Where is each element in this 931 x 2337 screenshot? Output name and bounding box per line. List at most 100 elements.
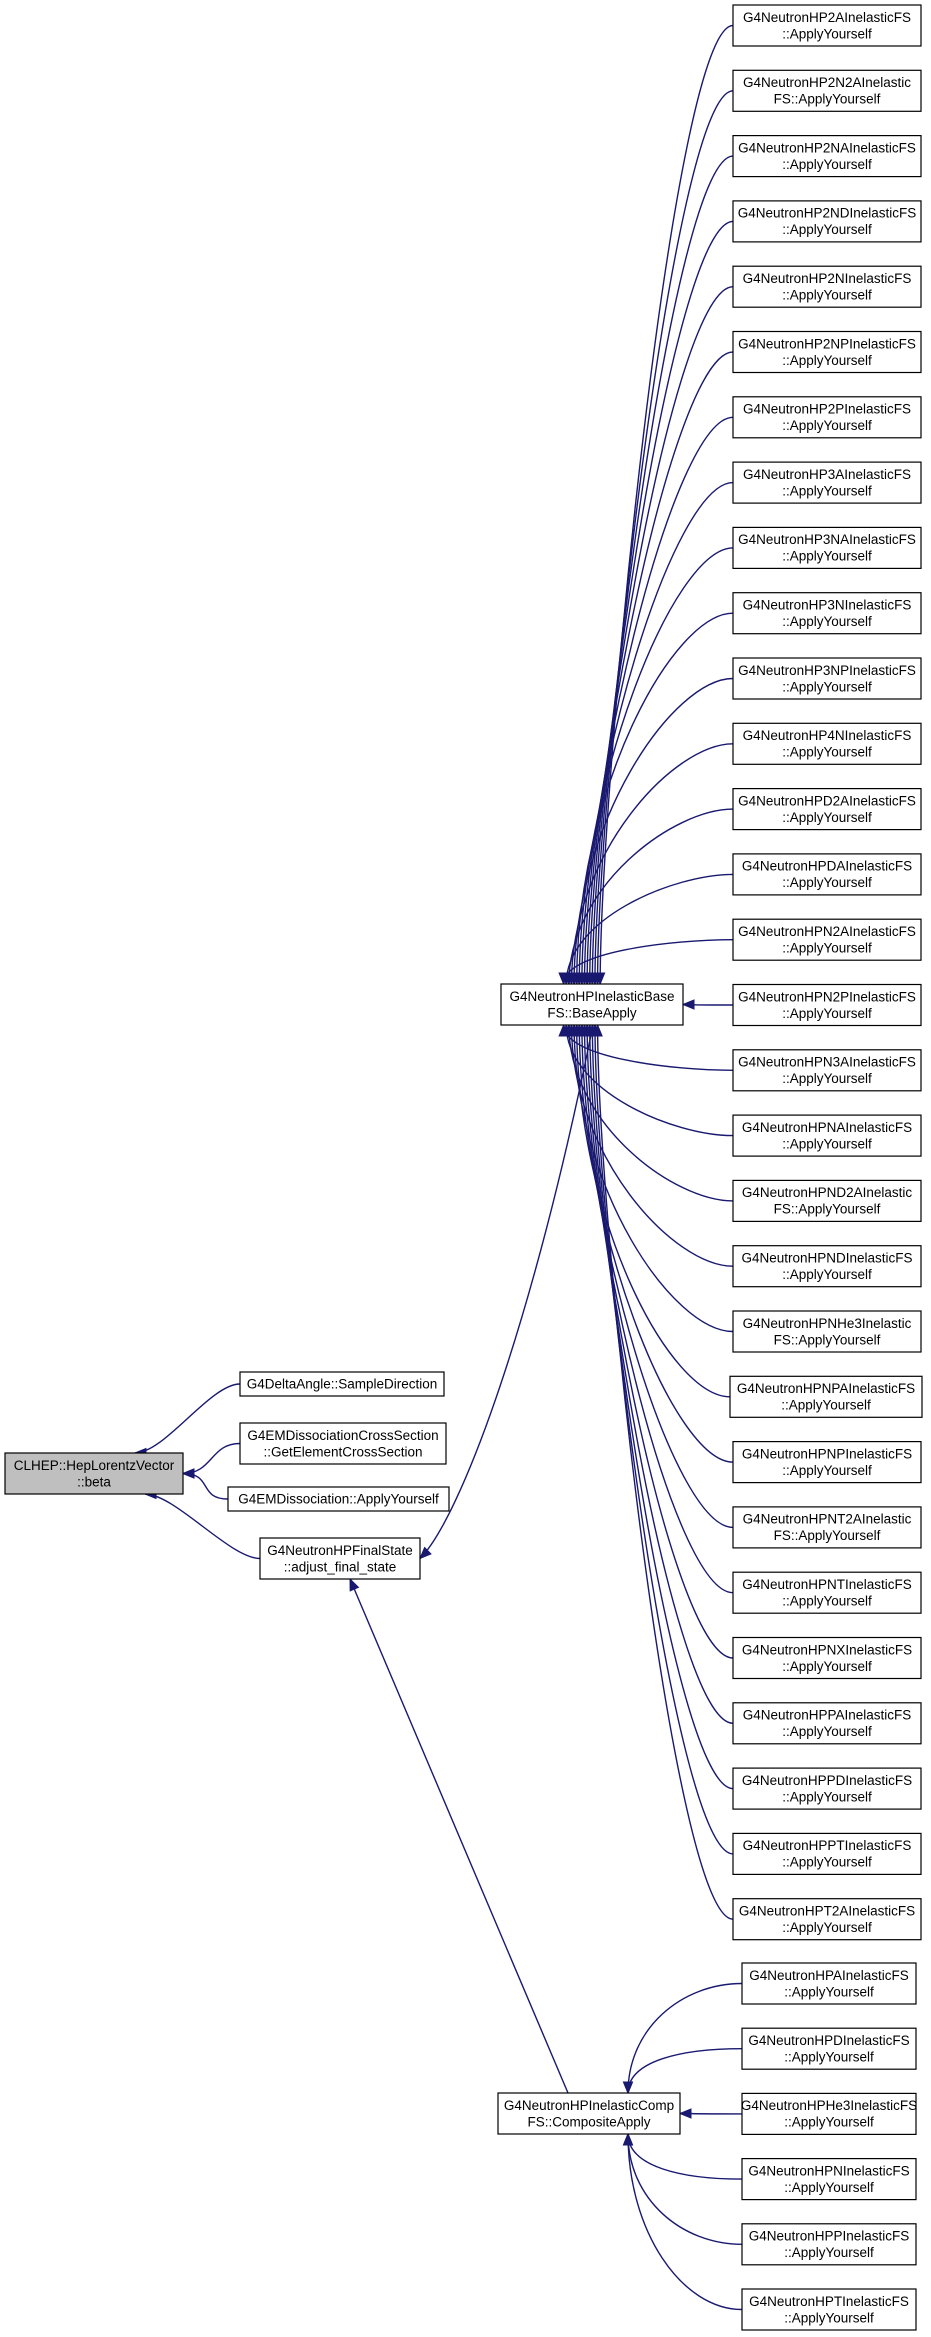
node-r15[interactable]: G4NeutronHPN2PInelasticFS::ApplyYourself [732,983,922,1027]
node-r3[interactable]: G4NeutronHP2NDInelasticFS::ApplyYourself [732,200,922,243]
edge-baseapply-to-finalstate [419,1024,594,1559]
node-label-line: G4EMDissociationCrossSection [247,1428,438,1443]
node-c2[interactable]: G4NeutronHPHe3InelasticFS::ApplyYourself [741,2092,917,2135]
node-r1[interactable]: G4NeutronHP2N2AInelasticFS::ApplyYoursel… [732,69,922,112]
node-label-line: G4NeutronHPInelasticComp [504,2098,674,2113]
node-label-line: G4NeutronHPNTInelasticFS [742,1577,912,1592]
node-box [729,1375,923,1418]
edge-r22-to-baseapply [578,1024,734,1463]
node-finalstate[interactable]: G4NeutronHPFinalState::adjust_final_stat… [259,1537,421,1580]
node-box [732,1832,922,1876]
node-label-line: ::ApplyYourself [782,222,872,237]
node-r10[interactable]: G4NeutronHP3NPInelasticFS::ApplyYourself [732,657,922,700]
arrowhead-c5-to-compapply [622,2132,634,2146]
node-r4[interactable]: G4NeutronHP2NInelasticFS::ApplyYourself [732,265,922,308]
node-box [732,1245,922,1288]
node-label-line: G4NeutronHP3NAInelasticFS [738,532,916,547]
node-r27[interactable]: G4NeutronHPPDInelasticFS::ApplyYourself [732,1767,922,1810]
node-label-line: G4NeutronHPNPInelasticFS [742,1446,912,1461]
node-box [732,853,922,896]
node-c3[interactable]: G4NeutronHPNInelasticFS::ApplyYourself [741,2158,917,2201]
node-label-line: FS::ApplyYourself [774,1202,881,1217]
node-label-line: ::ApplyYourself [784,2049,874,2064]
node-label-line: ::ApplyYourself [782,1724,872,1739]
node-r20[interactable]: G4NeutronHPNHe3InelasticFS::ApplyYoursel… [732,1310,922,1353]
node-c4[interactable]: G4NeutronHPPInelasticFS::ApplyYourself [741,2223,917,2266]
node-box [741,2158,917,2201]
node-box [259,1537,421,1580]
node-deltaangle[interactable]: G4DeltaAngle::SampleDirection [239,1371,445,1397]
node-r21[interactable]: G4NeutronHPNPAInelasticFS::ApplyYourself [729,1375,923,1418]
node-compapply[interactable]: G4NeutronHPInelasticCompFS::CompositeApp… [497,2092,681,2135]
node-box [239,1371,445,1397]
node-label-line: G4NeutronHP3NPInelasticFS [738,663,916,678]
node-label-line: G4NeutronHPT2AInelasticFS [739,1903,915,1918]
node-box [4,1452,184,1495]
node-r12[interactable]: G4NeutronHPD2AInelasticFS::ApplyYourself [732,787,922,831]
node-root[interactable]: CLHEP::HepLorentzVector::beta [4,1452,184,1495]
node-label-line: G4NeutronHPNPAInelasticFS [737,1381,915,1396]
edge-r9-to-baseapply [575,612,734,985]
node-r2[interactable]: G4NeutronHP2NAInelasticFS::ApplyYourself [732,135,922,178]
node-layer: CLHEP::HepLorentzVector::beta G4DeltaAngl… [4,4,923,2331]
edge-r23-to-baseapply [581,1024,734,1529]
node-label-line: G4NeutronHPPAInelasticFS [743,1708,912,1723]
arrowhead-r29-to-baseapply [592,1023,603,1037]
node-label-line: ::ApplyYourself [782,1136,872,1151]
edge-c1-to-compapply [627,2048,743,2094]
node-box [732,1440,922,1484]
edge-layer [133,24,743,2311]
node-r19[interactable]: G4NeutronHPNDInelasticFS::ApplyYourself [732,1245,922,1288]
node-box [227,1486,450,1512]
node-label-line: ::ApplyYourself [781,1398,871,1413]
node-label-line: ::ApplyYourself [782,679,872,694]
node-c5[interactable]: G4NeutronHPTInelasticFS::ApplyYourself [741,2288,917,2331]
node-label-line: ::ApplyYourself [782,353,872,368]
node-r6[interactable]: G4NeutronHP2PInelasticFS::ApplyYourself [732,396,922,439]
node-box [732,1506,922,1549]
node-r29[interactable]: G4NeutronHPT2AInelasticFS::ApplyYourself [732,1898,922,1941]
node-label-line: G4NeutronHPPDInelasticFS [742,1773,912,1788]
node-r23[interactable]: G4NeutronHPNT2AInelasticFS::ApplyYoursel… [732,1506,922,1549]
node-r7[interactable]: G4NeutronHP3AInelasticFS::ApplyYourself [732,461,922,504]
node-label-line: ::adjust_final_state [284,1559,397,1574]
node-r8[interactable]: G4NeutronHP3NAInelasticFS::ApplyYourself [732,526,922,570]
node-box [732,918,922,961]
node-r24[interactable]: G4NeutronHPNTInelasticFS::ApplyYourself [732,1571,922,1614]
node-box [239,1422,447,1465]
node-r25[interactable]: G4NeutronHPNXInelasticFS::ApplyYourself [732,1636,922,1680]
node-box [497,2092,681,2135]
node-r18[interactable]: G4NeutronHPND2AInelasticFS::ApplyYoursel… [732,1179,922,1223]
node-r28[interactable]: G4NeutronHPPTInelasticFS::ApplyYourself [732,1832,922,1876]
node-label-line: ::ApplyYourself [784,2180,874,2195]
node-r22[interactable]: G4NeutronHPNPInelasticFS::ApplyYourself [732,1440,922,1484]
node-box [732,1310,922,1353]
node-label-line: G4NeutronHPNDInelasticFS [741,1250,912,1265]
node-label-line: ::ApplyYourself [782,1463,872,1478]
node-r11[interactable]: G4NeutronHP4NInelasticFS::ApplyYourself [732,722,922,765]
node-c0[interactable]: G4NeutronHPAInelasticFS::ApplyYourself [741,1962,917,2005]
edge-compapply-to-finalstate [349,1578,569,2094]
edge-c4-to-compapply [627,2133,743,2245]
node-emdiss_cs[interactable]: G4EMDissociationCrossSection::GetElement… [239,1422,447,1465]
node-r13[interactable]: G4NeutronHPDAInelasticFS::ApplyYourself [732,853,922,896]
node-box [741,2288,917,2331]
node-label-line: G4NeutronHPDAInelasticFS [742,859,912,874]
node-c1[interactable]: G4NeutronHPDInelasticFS::ApplyYourself [741,2027,917,2070]
edge-r4-to-baseapply [589,286,734,985]
node-r0[interactable]: G4NeutronHP2AInelasticFS::ApplyYourself [732,4,922,47]
edge-r29-to-baseapply [596,1024,734,1920]
edge-r13-to-baseapply [565,873,734,985]
node-r14[interactable]: G4NeutronHPN2AInelasticFS::ApplyYourself [732,918,922,961]
node-r26[interactable]: G4NeutronHPPAInelasticFS::ApplyYourself [732,1702,922,1745]
node-r17[interactable]: G4NeutronHPNAInelasticFS::ApplyYourself [732,1114,922,1157]
node-emdiss[interactable]: G4EMDissociation::ApplyYourself [227,1486,450,1512]
node-r9[interactable]: G4NeutronHP3NInelasticFS::ApplyYourself [732,592,922,635]
node-r5[interactable]: G4NeutronHP2NPInelasticFS::ApplyYourself [732,330,922,374]
node-box [732,1702,922,1745]
node-label-line: G4NeutronHPTInelasticFS [749,2294,909,2309]
edge-r20-to-baseapply [573,1024,734,1333]
node-r16[interactable]: G4NeutronHPN3AInelasticFS::ApplyYourself [732,1049,922,1092]
